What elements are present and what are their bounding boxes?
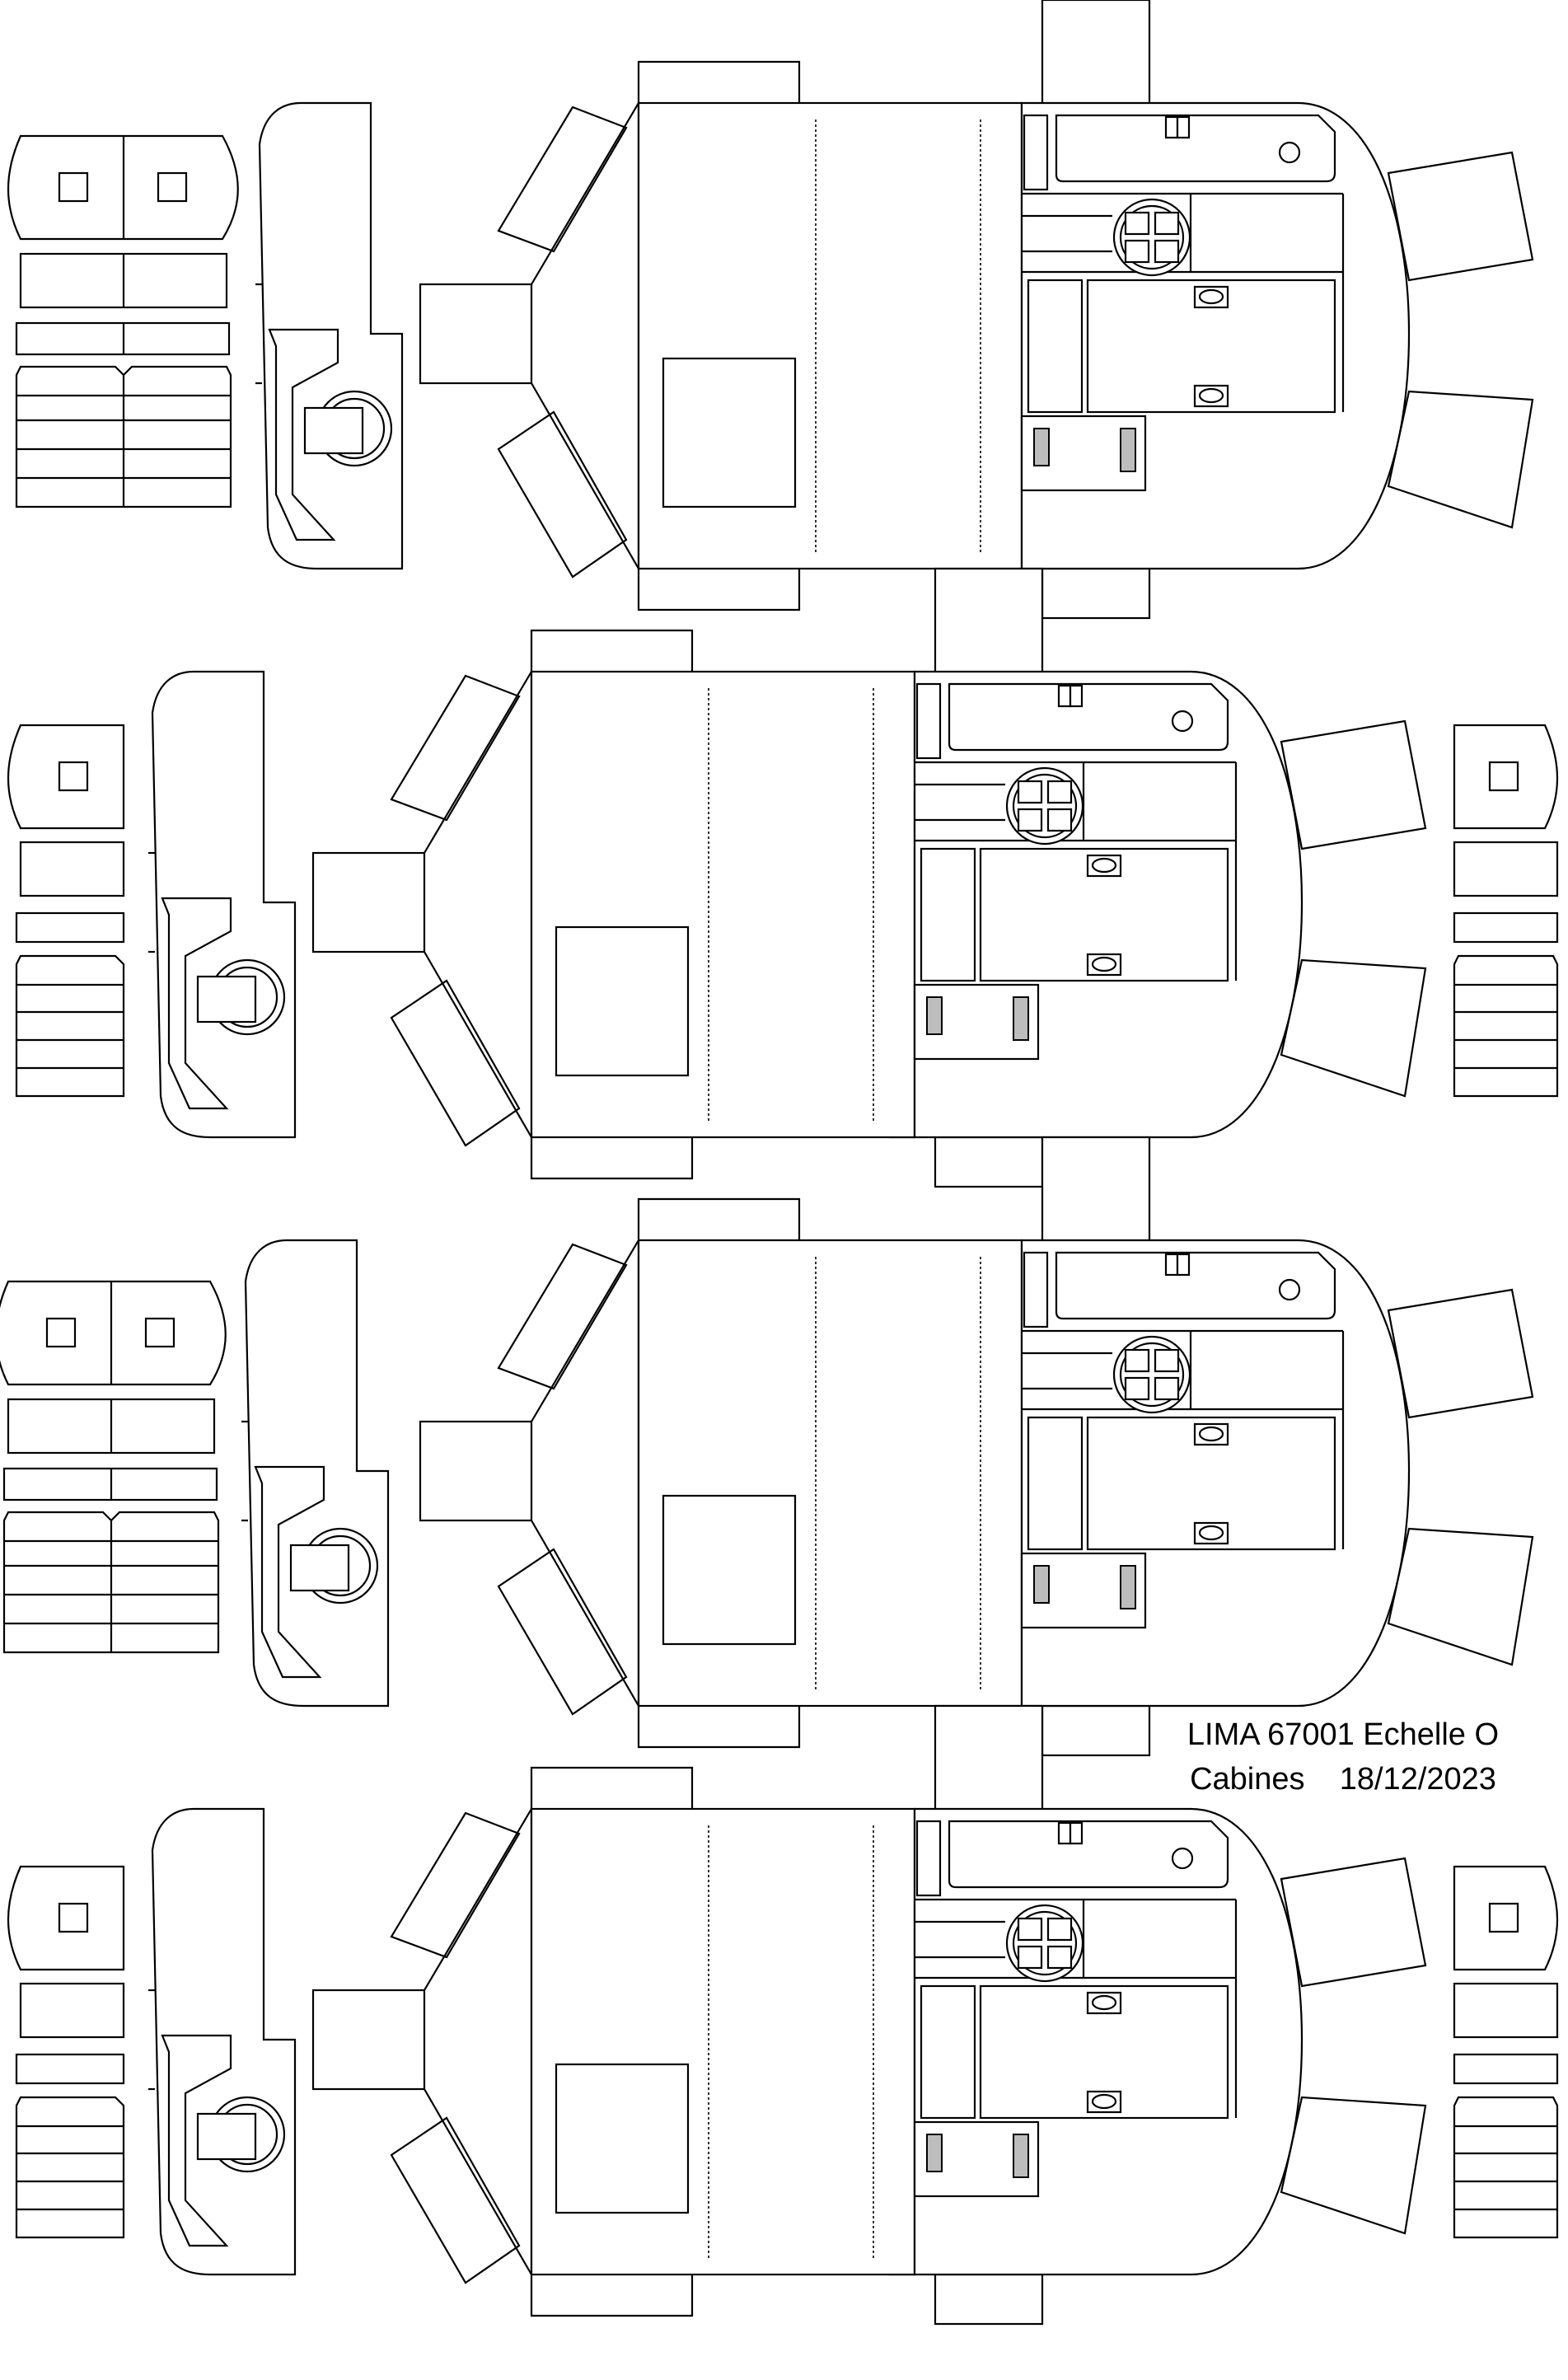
caption-date-line: Cabines 18/12/2023 (1190, 1762, 1496, 1797)
cabin-unit-1 (7, 0, 1534, 620)
small-parts-4-left (7, 1865, 125, 2239)
door-part-4 (147, 1807, 297, 2276)
cabin-net-3 (419, 1136, 1534, 1757)
sheet-caption: LIMA 67001 Echelle O Cabines 18/12/2023 (1129, 1712, 1557, 1801)
door-part-3 (240, 1239, 390, 1708)
cabin-unit-3 (419, 1136, 1534, 1757)
door-part-3-wrap (240, 1239, 390, 1708)
cabin-unit-2 (147, 567, 1427, 1188)
cabin-net-2 (311, 567, 1427, 1188)
small-parts-1 (7, 134, 239, 508)
cabin-net-1 (419, 0, 1534, 620)
small-parts-4-right (1453, 1865, 1559, 2239)
small-parts-2-left (7, 724, 125, 1098)
door-part-1 (254, 101, 404, 570)
small-parts-2-right (1453, 724, 1559, 1098)
small-parts-3-wrap (0, 1280, 227, 1654)
small-parts-3 (0, 1280, 227, 1654)
door-part-2 (147, 670, 297, 1139)
caption-model-line: LIMA 67001 Echelle O (1187, 1717, 1500, 1752)
